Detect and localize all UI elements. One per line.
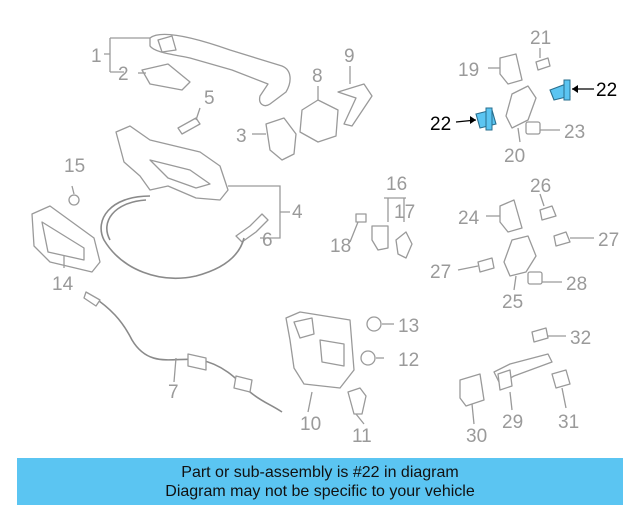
part-clip-16 <box>371 225 389 251</box>
part-bracket-8 <box>299 99 339 143</box>
callout-4: 4 <box>292 202 303 223</box>
callout-2: 2 <box>118 64 129 85</box>
part-info-banner: Part or sub-assembly is #22 in diagram D… <box>17 458 623 505</box>
part-bolt-11 <box>347 387 367 415</box>
callout-27-left: 27 <box>430 262 451 283</box>
callout-12: 12 <box>398 350 419 371</box>
callout-6: 6 <box>262 230 273 251</box>
part-hinge-24 <box>499 199 523 233</box>
callout-28: 28 <box>566 274 587 295</box>
callout-30: 30 <box>466 426 487 447</box>
part-small-bracket <box>265 117 297 161</box>
callout-13: 13 <box>398 316 419 337</box>
part-door-check-29 <box>493 353 553 391</box>
callout-29: 29 <box>502 412 523 433</box>
callout-3: 3 <box>236 126 247 147</box>
part-outer-handle <box>149 33 291 107</box>
callout-15: 15 <box>64 156 85 177</box>
callout-31: 31 <box>558 412 579 433</box>
part-bolt-27-left <box>477 257 495 273</box>
part-bolt-26 <box>539 205 557 221</box>
callout-24: 24 <box>458 208 480 229</box>
callout-18: 18 <box>330 236 351 257</box>
callout-9: 9 <box>344 46 355 67</box>
part-door-latch <box>285 311 355 389</box>
part-hinge-20 <box>505 85 537 129</box>
part-screw-5 <box>177 117 201 135</box>
banner-line-disclaimer: Diagram may not be specific to your vehi… <box>165 482 475 500</box>
part-bolt-31 <box>551 369 571 389</box>
callout-23: 23 <box>564 122 585 143</box>
callout-11: 11 <box>352 426 372 447</box>
callout-22-right: 22 <box>596 80 617 101</box>
callout-5: 5 <box>204 88 215 109</box>
callout-22-left: 22 <box>430 114 451 135</box>
part-screw-18 <box>355 213 367 223</box>
part-bolt-32 <box>531 327 549 343</box>
callout-1: 1 <box>91 46 102 67</box>
part-handle-cover <box>141 63 191 91</box>
callout-7: 7 <box>168 382 179 403</box>
part-bushing-23 <box>525 121 541 135</box>
callout-20: 20 <box>504 146 525 167</box>
part-hinge-19 <box>499 53 523 85</box>
part-seal-9 <box>337 83 373 127</box>
part-bushing-17 <box>395 231 413 259</box>
callout-10: 10 <box>300 414 321 435</box>
part-hinge-25 <box>503 235 537 277</box>
callout-21: 21 <box>530 28 551 49</box>
callout-25: 25 <box>502 292 523 313</box>
callout-32: 32 <box>570 328 591 349</box>
part-grommet-13 <box>366 316 382 332</box>
part-bolt-22-left <box>475 107 497 131</box>
callout-26: 26 <box>530 176 551 197</box>
part-bolt-22-right <box>549 79 571 101</box>
part-handle-frame <box>115 125 229 201</box>
callout-labels: 1 2 3 4 5 6 7 8 9 10 11 12 13 14 15 16 1… <box>52 28 619 447</box>
leader-lines <box>63 37 594 425</box>
callout-17: 17 <box>394 202 415 223</box>
release-cable-upper-b <box>106 199 147 241</box>
callout-19: 19 <box>458 60 479 81</box>
part-release-cable-7 <box>83 291 283 413</box>
part-bracket-30 <box>459 373 485 407</box>
callout-16: 16 <box>386 174 407 195</box>
part-clip-15 <box>68 194 80 206</box>
callout-8: 8 <box>312 66 323 87</box>
callout-14: 14 <box>52 274 74 295</box>
release-cable-upper <box>100 195 245 280</box>
part-bushing-28 <box>527 271 543 285</box>
banner-line-part: Part or sub-assembly is #22 in diagram <box>181 463 459 481</box>
part-bolt-21 <box>535 57 551 71</box>
callout-27-right: 27 <box>598 230 619 251</box>
part-bolt-27-right <box>553 231 571 247</box>
part-nut-12 <box>360 350 376 366</box>
part-inner-handle <box>31 205 101 273</box>
